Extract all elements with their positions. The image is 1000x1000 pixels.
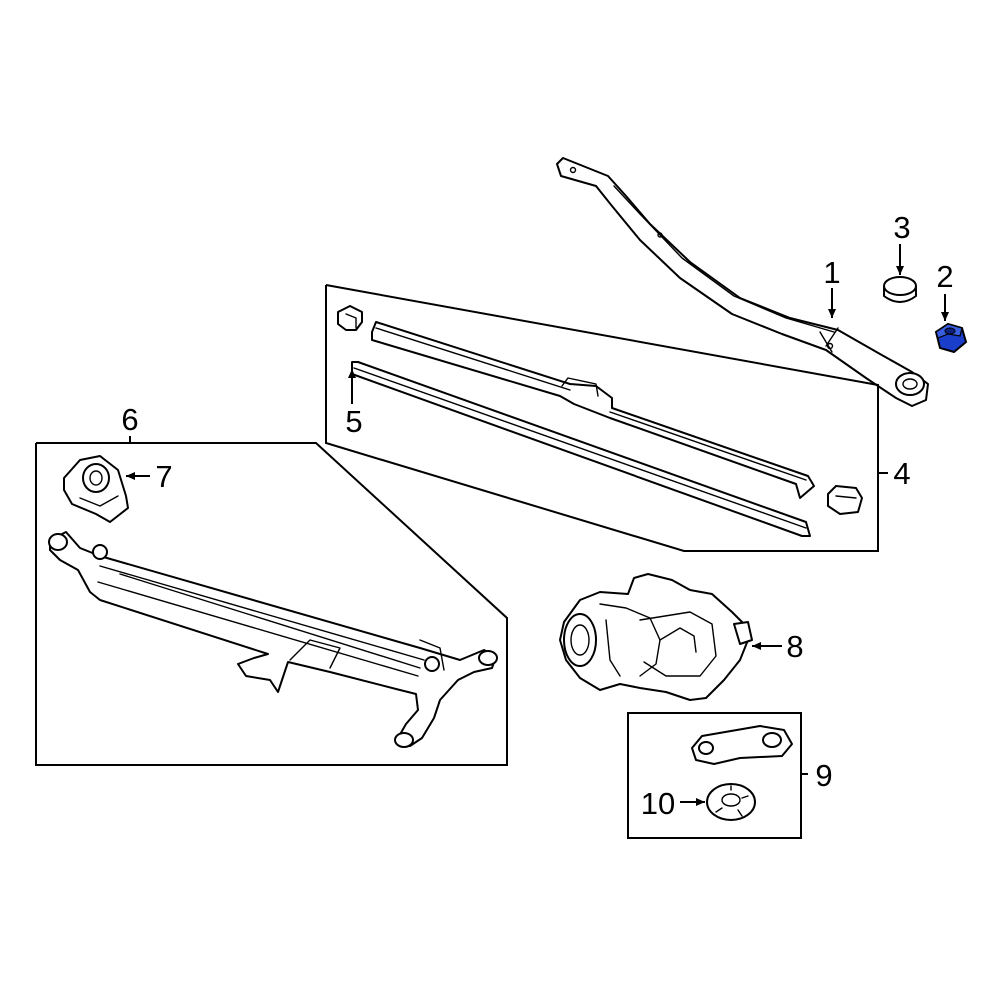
- leader-lines: [126, 244, 949, 806]
- pivot-cap[interactable]: [883, 276, 917, 303]
- callout-10: 10: [641, 786, 675, 821]
- crank-arm[interactable]: [691, 725, 793, 765]
- blade-end-cap[interactable]: [827, 485, 863, 515]
- wiper-blade[interactable]: [371, 321, 815, 499]
- pivot-nut[interactable]: [934, 322, 968, 354]
- callout-3: 3: [893, 210, 910, 245]
- callout-7: 7: [155, 459, 172, 494]
- wiper-arm[interactable]: [556, 157, 929, 407]
- callout-9: 9: [815, 758, 832, 793]
- wiper-linkage[interactable]: [48, 531, 498, 748]
- linkage-group-box: [35, 442, 508, 766]
- crank-group-box: [627, 712, 802, 839]
- callout-6: 6: [121, 402, 138, 437]
- crank-washer[interactable]: [706, 783, 756, 821]
- wiper-motor[interactable]: [559, 573, 753, 701]
- blade-group-box: [325, 284, 879, 552]
- linkage-mount-bracket[interactable]: [63, 455, 129, 523]
- callout-labels: 1 2 3 4 5 6 7 8 9 10: [121, 210, 953, 821]
- callout-5: 5: [345, 404, 362, 439]
- callout-4: 4: [893, 456, 910, 491]
- callout-8: 8: [786, 629, 803, 664]
- blade-end-clip[interactable]: [337, 305, 363, 331]
- callout-1: 1: [823, 255, 840, 290]
- callout-2: 2: [936, 259, 953, 294]
